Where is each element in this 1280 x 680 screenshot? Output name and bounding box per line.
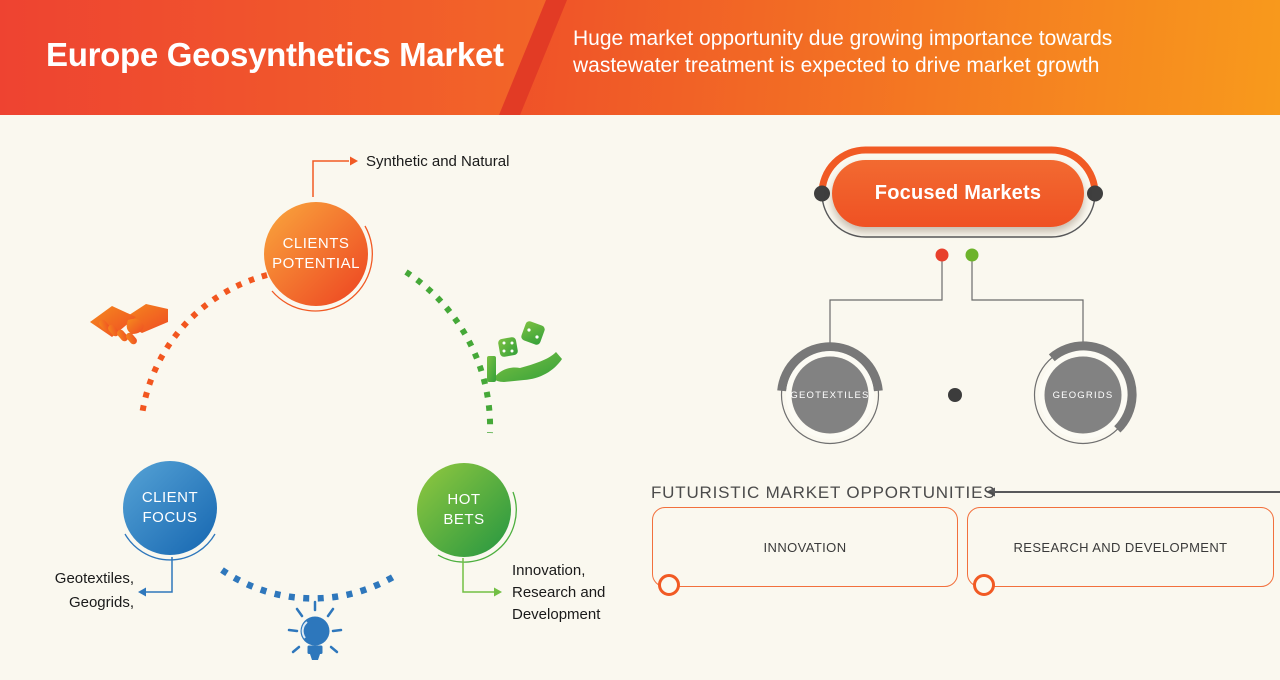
connector-geogrids — [971, 261, 1084, 345]
opportunities-arrow — [986, 487, 1280, 497]
ring-side-dot-left — [814, 185, 830, 202]
market-label-geotextiles: GEOTEXTILES — [790, 390, 870, 401]
market-circle-geotextiles — [777, 342, 883, 445]
handshake-icon — [90, 304, 168, 345]
box-node-dot-1 — [658, 574, 680, 596]
dotted-arc-green — [404, 269, 494, 434]
callout-hot-bets: Innovation, Research and Development — [512, 562, 606, 623]
callout-clients-potential: Synthetic and Natural — [366, 153, 510, 170]
header-left-panel — [0, 0, 546, 115]
opportunities-heading: FUTURISTIC MARKET OPPORTUNITIES — [651, 483, 996, 502]
callout-arrow-hot-bets — [462, 558, 502, 597]
callout-arrow-client-focus — [138, 557, 173, 597]
node-arc-blue — [124, 533, 216, 561]
node-hot-bets: HOT BETS — [417, 463, 511, 557]
node-client-focus: CLIENT FOCUS — [123, 461, 217, 555]
node-arc-orange — [271, 225, 373, 312]
header-banner: Europe Geosynthetics Market Huge market … — [0, 0, 1280, 115]
connector-geotextiles — [829, 261, 943, 345]
dotted-arc-blue — [220, 567, 400, 602]
opportunity-box-research: RESEARCH AND DEVELOPMENT — [967, 507, 1274, 587]
page-title: Europe Geosynthetics Market — [46, 36, 504, 73]
node-clients-potential: CLIENTS POTENTIAL — [264, 202, 368, 306]
bullet-dot-red — [935, 248, 949, 262]
box-node-dot-2 — [973, 574, 995, 596]
market-circle-geogrids — [1033, 341, 1137, 445]
market-label-geogrids: GEOGRIDS — [1052, 390, 1114, 401]
light-bulb-icon — [287, 600, 343, 660]
callout-arrow-clients-potential — [312, 156, 358, 197]
ring-side-dot-right — [1087, 185, 1103, 202]
node-arc-green — [437, 491, 517, 563]
dotted-arc-orange — [139, 272, 268, 416]
middle-dot — [948, 388, 962, 402]
focused-markets-ring — [814, 146, 1103, 238]
bullet-dot-green — [965, 248, 979, 262]
opportunity-box-innovation: INNOVATION — [652, 507, 958, 587]
callout-client-focus: Geotextiles, Geogrids, — [54, 570, 134, 611]
hand-with-dice-icon — [487, 321, 562, 382]
focused-markets-pill: Focused Markets — [832, 160, 1084, 227]
page-subtitle: Huge market opportunity due growing impo… — [573, 27, 1113, 77]
